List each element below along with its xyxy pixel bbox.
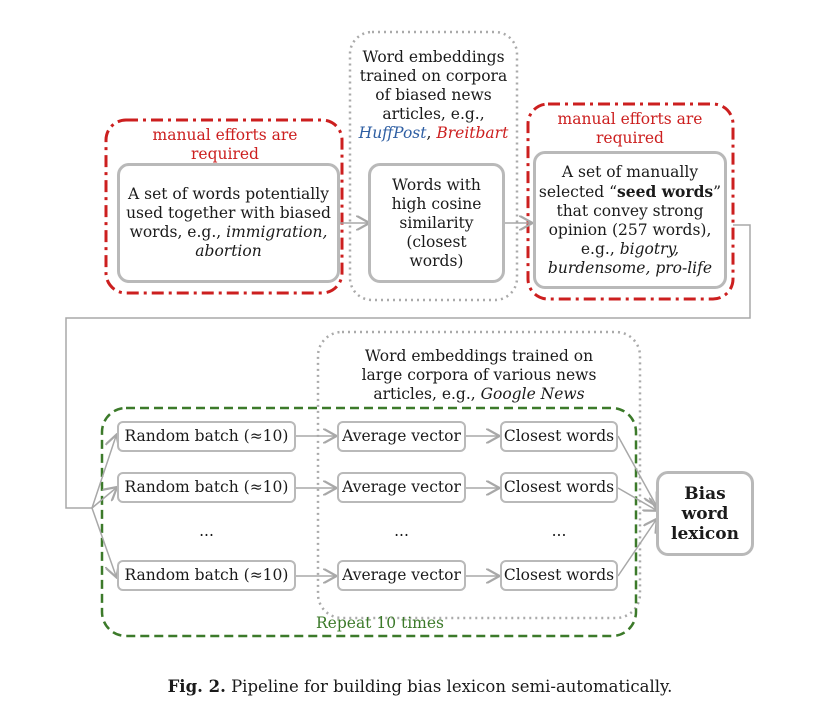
- manual1-line1: manual efforts are: [152, 126, 298, 144]
- lexicon-line3: lexicon: [671, 523, 739, 544]
- embeddings-biased-news-label: Word embeddings trained on corpora of bi…: [350, 48, 517, 143]
- random-batch-label: Random batch (≈10): [124, 427, 289, 445]
- ellipsis-3: ...: [551, 522, 567, 540]
- seed-line2c: ”: [713, 182, 722, 201]
- random-batch-label: Random batch (≈10): [124, 566, 289, 584]
- lexicon-line2: word: [681, 503, 729, 524]
- average-vector-box-1: Average vector: [337, 421, 466, 452]
- manual-effort-region-2: [526, 102, 735, 301]
- manual-efforts-label-1: manual efforts are required: [130, 126, 320, 164]
- seed-line1: A set of manually: [561, 162, 699, 181]
- closest-words-box-3: Closest words: [500, 560, 618, 591]
- average-vector-box-3: Average vector: [337, 560, 466, 591]
- random-batch-box-2: Random batch (≈10): [117, 472, 296, 503]
- potential-words-line2: used together with biased: [126, 204, 331, 222]
- closest-words-box-2: Closest words: [500, 472, 618, 503]
- bias-lexicon-box: Bias word lexicon: [656, 471, 754, 556]
- random-batch-label: Random batch (≈10): [124, 478, 289, 496]
- closest-words-label: Closest words: [503, 427, 615, 445]
- cosine-line3: similarity: [399, 213, 474, 232]
- manual-effort-region-1: [104, 118, 344, 295]
- repeat-label: Repeat 10 times: [316, 614, 444, 632]
- seed-words-term: seed words: [617, 181, 714, 201]
- source-google-news: Google News: [480, 385, 585, 403]
- repeat-region: [100, 406, 638, 638]
- manual1-line2: required: [191, 145, 259, 163]
- source-separator: ,: [426, 124, 437, 142]
- cosine-similarity-box: Words with high cosine similarity (close…: [368, 163, 505, 283]
- source-breitbart: Breitbart: [436, 124, 509, 142]
- seed-line3: that convey strong: [556, 201, 704, 220]
- average-vector-label: Average vector: [342, 566, 461, 584]
- closest-words-box-1: Closest words: [500, 421, 618, 452]
- example-burdensome-prolife: burdensome, pro-life: [547, 258, 713, 277]
- average-vector-label: Average vector: [342, 478, 461, 496]
- cosine-line4: (closest: [406, 232, 467, 251]
- ellipsis-1: ...: [199, 522, 214, 540]
- seed-line4: opinion (257 words),: [548, 220, 712, 239]
- manual-efforts-label-2: manual efforts are required: [540, 110, 720, 148]
- lexicon-line1: Bias: [684, 483, 726, 504]
- emb1-line3: of biased news: [375, 86, 492, 104]
- average-vector-label: Average vector: [342, 427, 461, 445]
- embeddings-google-news-label: Word embeddings trained on large corpora…: [318, 347, 640, 404]
- emb2-line2: large corpora of various news: [361, 366, 597, 384]
- cosine-line1: Words with: [392, 175, 481, 194]
- potential-words-line1: A set of words potentially: [128, 185, 329, 203]
- example-bigotry: bigotry,: [619, 239, 680, 258]
- emb2-line1: Word embeddings trained on: [364, 347, 594, 365]
- emb1-line1: Word embeddings: [362, 48, 505, 66]
- example-abortion: abortion: [195, 242, 262, 260]
- closest-words-label: Closest words: [503, 478, 615, 496]
- caption-text: Pipeline for building bias lexicon semi-…: [231, 677, 673, 696]
- cosine-line2: high cosine: [391, 194, 482, 213]
- potential-words-box: A set of words potentially used together…: [117, 163, 340, 283]
- potential-words-line3: words, e.g.,: [129, 223, 227, 241]
- cosine-line5: words): [409, 251, 464, 270]
- seed-line2a: selected “: [538, 182, 618, 201]
- seed-words-box: A set of manually selected “seed words” …: [533, 151, 727, 289]
- manual2-line2: required: [596, 129, 664, 147]
- random-batch-box-1: Random batch (≈10): [117, 421, 296, 452]
- emb1-line4: articles, e.g.,: [382, 105, 485, 123]
- emb1-line2: trained on corpora: [359, 67, 508, 85]
- random-batch-box-3: Random batch (≈10): [117, 560, 296, 591]
- example-immigration: immigration,: [226, 223, 328, 241]
- source-huffpost: HuffPost: [358, 124, 427, 142]
- average-vector-box-2: Average vector: [337, 472, 466, 503]
- ellipsis-2: ...: [394, 522, 409, 540]
- embedding-region-1: [348, 30, 519, 302]
- figure-caption: Fig. 2. Pipeline for building bias lexic…: [0, 677, 840, 696]
- manual2-line1: manual efforts are: [557, 110, 703, 128]
- seed-line5a: e.g.,: [580, 239, 620, 258]
- caption-label: Fig. 2.: [167, 677, 226, 696]
- closest-words-label: Closest words: [503, 566, 615, 584]
- emb2-line3: articles, e.g.,: [373, 385, 481, 403]
